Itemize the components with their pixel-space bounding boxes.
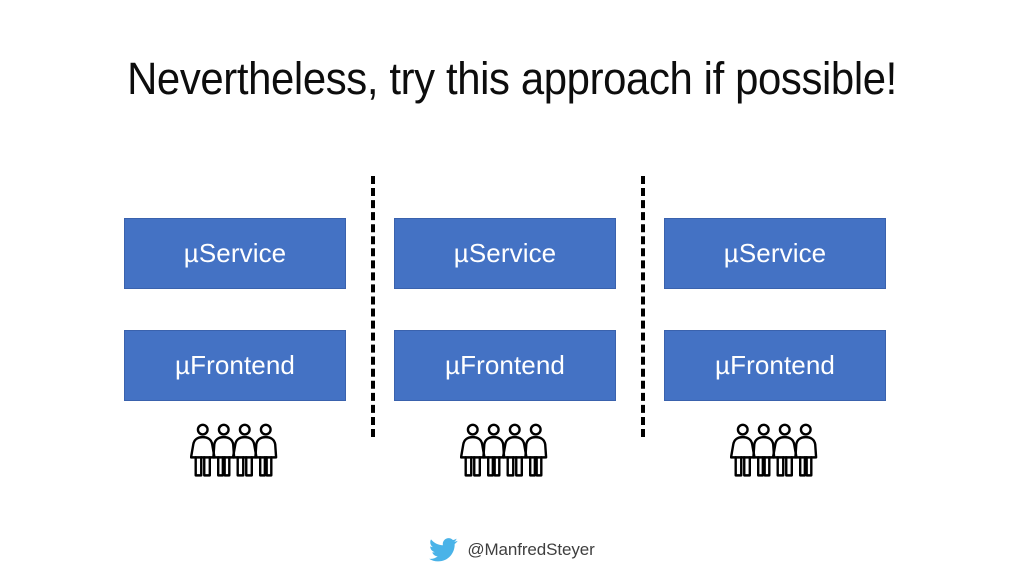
- vertical-slice-1: µService µFrontend: [124, 218, 346, 481]
- microservice-box-2[interactable]: µService: [394, 218, 616, 289]
- page-title: Nevertheless, try this approach if possi…: [127, 53, 897, 104]
- microservice-box-1[interactable]: µService: [124, 218, 346, 289]
- microfrontend-box-3[interactable]: µFrontend: [664, 330, 886, 401]
- vertical-slice-2: µService µFrontend: [394, 218, 616, 481]
- slice-divider-2: [641, 176, 645, 437]
- slice-divider-1: [371, 176, 375, 437]
- team-people-group-3: [664, 419, 886, 481]
- twitter-bird-icon: [429, 538, 458, 562]
- microservice-box-3[interactable]: µService: [664, 218, 886, 289]
- vertical-slice-3: µService µFrontend: [664, 218, 886, 481]
- people-group-icon: [460, 423, 548, 477]
- team-people-group-2: [394, 419, 616, 481]
- microfrontend-box-1[interactable]: µFrontend: [124, 330, 346, 401]
- people-group-icon: [190, 423, 278, 477]
- microfrontend-box-2[interactable]: µFrontend: [394, 330, 616, 401]
- twitter-handle[interactable]: @ManfredSteyer: [467, 540, 595, 559]
- team-people-group-1: [124, 419, 346, 481]
- people-group-icon: [730, 423, 818, 477]
- footer-credit: @ManfredSteyer: [0, 538, 1024, 562]
